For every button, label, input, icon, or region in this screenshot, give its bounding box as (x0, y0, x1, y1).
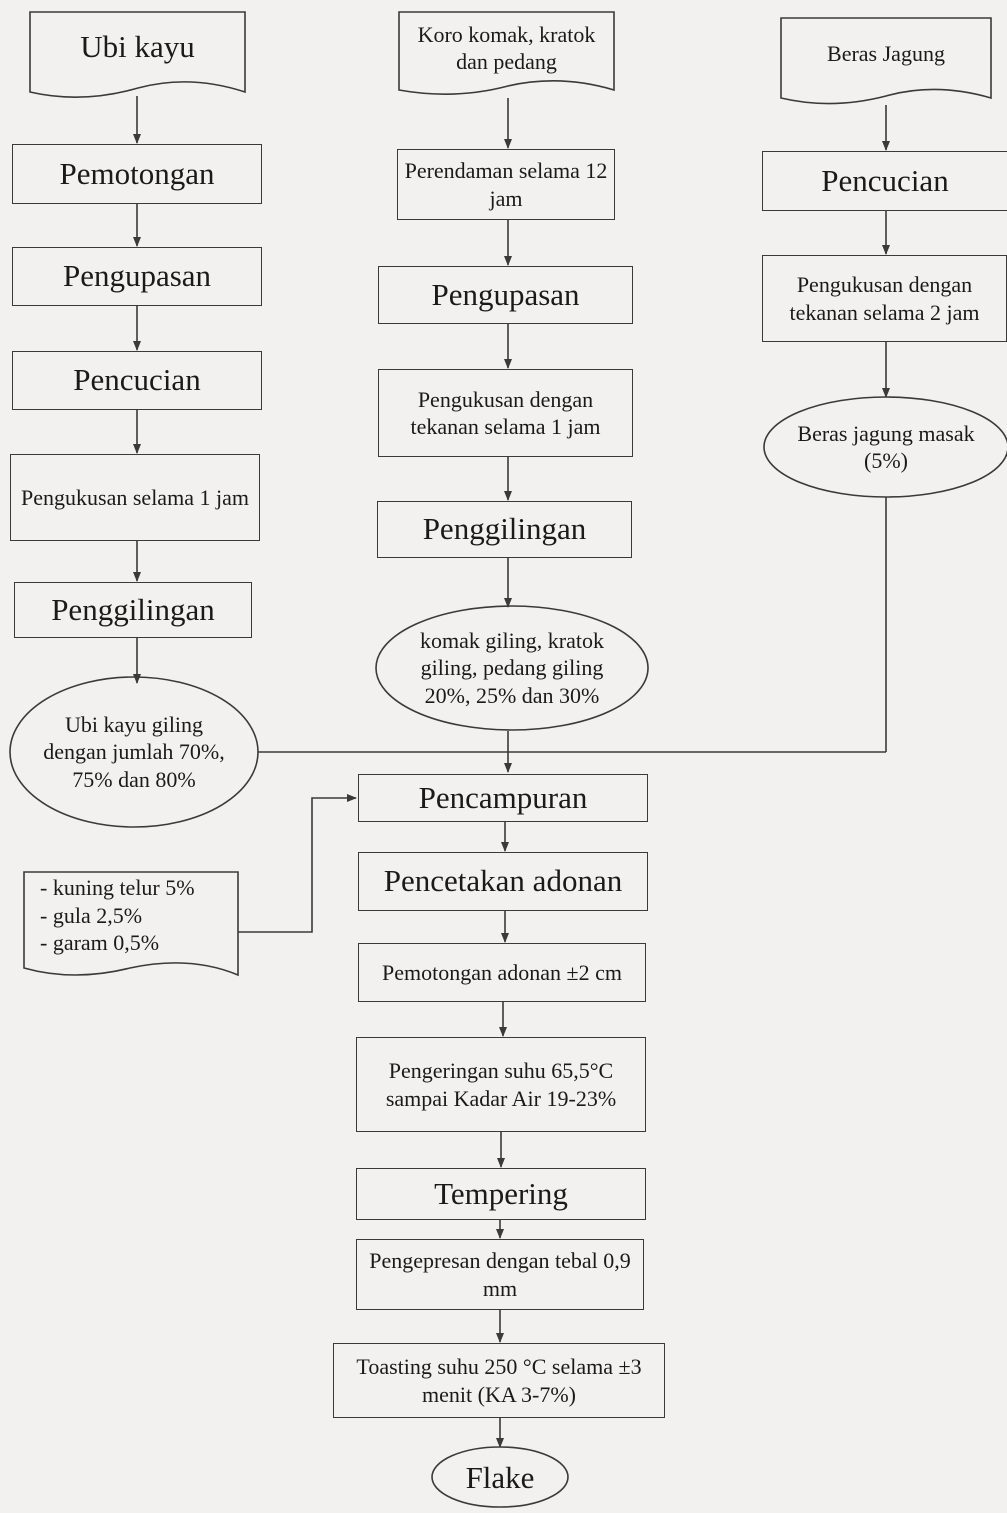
step-toasting: Toasting suhu 250 °C selama ±3 menit (KA… (333, 1343, 665, 1418)
step-penggilingan-2: Penggilingan (377, 501, 632, 558)
result-koro-giling: komak giling, kratok giling, pedang gili… (420, 627, 604, 708)
result-beras-jagung-masak: Beras jagung masak (5%) (797, 420, 975, 474)
step-pencucian-3: Pencucian (762, 151, 1007, 211)
terminator-outline (9, 676, 259, 828)
step-pengeringan: Pengeringan suhu 65,5°C sampai Kadar Air… (356, 1037, 646, 1132)
step-pengukusan-tekanan-1: Pengukusan dengan tekanan selama 1 jam (378, 369, 633, 457)
additive-item: - kuning telur 5% (40, 875, 195, 900)
doc-outline (780, 17, 992, 105)
end-flake: Flake (465, 1459, 535, 1495)
step-pengupasan-2: Pengupasan (378, 266, 633, 324)
step-pencetakan-adonan: Pencetakan adonan (358, 852, 648, 911)
start-ubi-kayu: Ubi kayu (80, 28, 195, 64)
step-perendaman: Perendaman selama 12 jam (397, 149, 615, 220)
step-pencucian: Pencucian (12, 351, 262, 410)
step-pengepresan: Pengepresan dengan tebal 0,9 mm (356, 1239, 644, 1310)
terminator-outline (763, 396, 1007, 498)
terminator-outline (431, 1446, 569, 1508)
additive-item: - gula 2,5% (40, 902, 143, 928)
step-tempering: Tempering (356, 1168, 646, 1220)
result-ubi-kayu-giling: Ubi kayu giling dengan jumlah 70%, 75% d… (43, 711, 225, 792)
terminator-outline (375, 605, 649, 731)
doc-outline (29, 11, 246, 98)
start-beras-jagung: Beras Jagung (827, 41, 945, 67)
doc-outline (398, 11, 615, 95)
start-koro: Koro komak, kratok dan pedang (417, 21, 596, 75)
step-pengupasan: Pengupasan (12, 247, 262, 306)
step-penggilingan: Penggilingan (14, 582, 252, 638)
doc-outline (23, 871, 239, 977)
step-pemotongan-adonan: Pemotongan adonan ±2 cm (358, 943, 646, 1002)
additive-item: - garam 0,5% (40, 930, 160, 955)
step-pengukusan-tekanan-2: Pengukusan dengan tekanan selama 2 jam (762, 255, 1007, 342)
additive-line (238, 794, 357, 933)
additives-list: - kuning telur 5% - gula 2,5% - garam 0,… (24, 872, 238, 975)
step-pencampuran: Pencampuran (358, 774, 648, 822)
step-pengukusan: Pengukusan selama 1 jam (10, 454, 260, 541)
step-pemotongan: Pemotongan (12, 144, 262, 204)
